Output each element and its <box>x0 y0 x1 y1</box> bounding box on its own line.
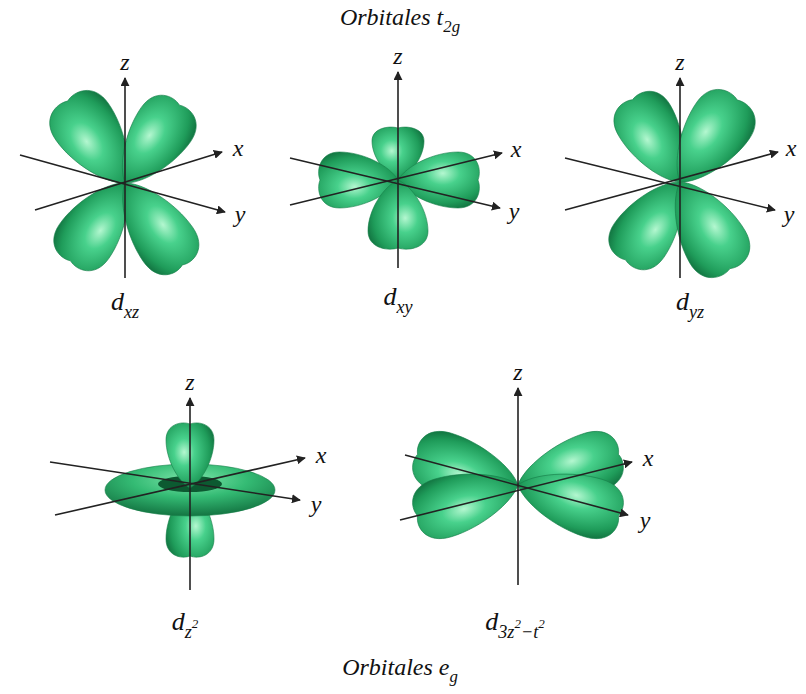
orbital-name: dyz <box>676 287 704 316</box>
axis-label: z <box>185 369 194 395</box>
coordinate-axis <box>290 158 500 208</box>
orbital-figure <box>565 78 778 286</box>
group-heading-holder: Orbitales t2g <box>340 3 460 38</box>
group-heading: Orbitales eg <box>342 654 458 680</box>
coordinate-axis <box>55 458 305 515</box>
orbital-figure <box>400 388 632 585</box>
orbital-figure <box>50 398 305 590</box>
axis-label-holder: x <box>233 134 244 163</box>
orbital-name-holder: dxz <box>111 286 139 324</box>
group-heading-holder: Orbitales eg <box>342 653 458 688</box>
axis-label-holder: y <box>784 200 795 229</box>
orbital-name-holder: dyz <box>676 286 704 324</box>
axis-label-holder: z <box>393 42 402 71</box>
axis-label-holder: y <box>509 197 520 226</box>
axis-label: z <box>675 49 684 75</box>
orbital-lobe <box>100 87 205 201</box>
axis-label-holder: x <box>643 444 654 473</box>
coordinate-axis <box>405 455 628 515</box>
orbital-figure <box>290 72 502 268</box>
orbital-lobe <box>654 80 765 200</box>
axis-label: z <box>513 359 522 385</box>
axis-label: x <box>786 135 797 161</box>
axis-label-holder: z <box>185 368 194 397</box>
orbital-name-holder: d3z2−t2 <box>485 606 545 644</box>
axis-label-holder: z <box>120 48 129 77</box>
coordinate-axis <box>517 388 519 585</box>
orbital-name: dz2 <box>172 607 199 636</box>
axis-label: y <box>311 491 322 517</box>
axis-label-holder: y <box>311 490 322 519</box>
axis-label: y <box>640 507 651 533</box>
coordinate-axis <box>290 153 502 205</box>
orbital-name: dxy <box>383 282 412 311</box>
axis-label: x <box>511 136 522 162</box>
axis-label-holder: x <box>786 134 797 163</box>
orbital-lobe <box>100 166 208 284</box>
coordinate-axis <box>35 152 222 210</box>
axis-label: z <box>393 43 402 69</box>
axis-label: y <box>235 201 246 227</box>
orbital-name-holder: dz2 <box>172 606 199 644</box>
coordinate-axis <box>400 462 632 520</box>
axis-label-holder: y <box>235 200 246 229</box>
axis-label-holder: x <box>316 441 327 470</box>
axis-label-holder: y <box>640 506 651 535</box>
axis-label-holder: z <box>513 358 522 387</box>
coordinate-axis <box>397 72 399 268</box>
coordinate-axis <box>20 155 225 212</box>
axis-label: x <box>233 135 244 161</box>
orbital-lobe <box>509 456 629 545</box>
axis-label: x <box>643 445 654 471</box>
axis-label: y <box>784 201 795 227</box>
coordinate-axis <box>565 158 775 210</box>
orbital-lobe <box>407 456 527 545</box>
axis-label: x <box>316 442 327 468</box>
axis-label-holder: x <box>511 135 522 164</box>
orbital-figure <box>20 78 225 284</box>
group-heading: Orbitales t2g <box>340 4 460 30</box>
orbital-name: d3z2−t2 <box>485 607 545 636</box>
orbital-name-holder: dxy <box>383 281 412 319</box>
axis-label: z <box>120 49 129 75</box>
axis-label: y <box>509 198 520 224</box>
axis-label-holder: z <box>675 48 684 77</box>
coordinate-axis <box>124 78 126 278</box>
coordinate-axis <box>565 152 778 210</box>
coordinate-axis <box>50 462 300 500</box>
orbital-name: dxz <box>111 287 139 316</box>
coordinate-axis <box>189 398 191 590</box>
